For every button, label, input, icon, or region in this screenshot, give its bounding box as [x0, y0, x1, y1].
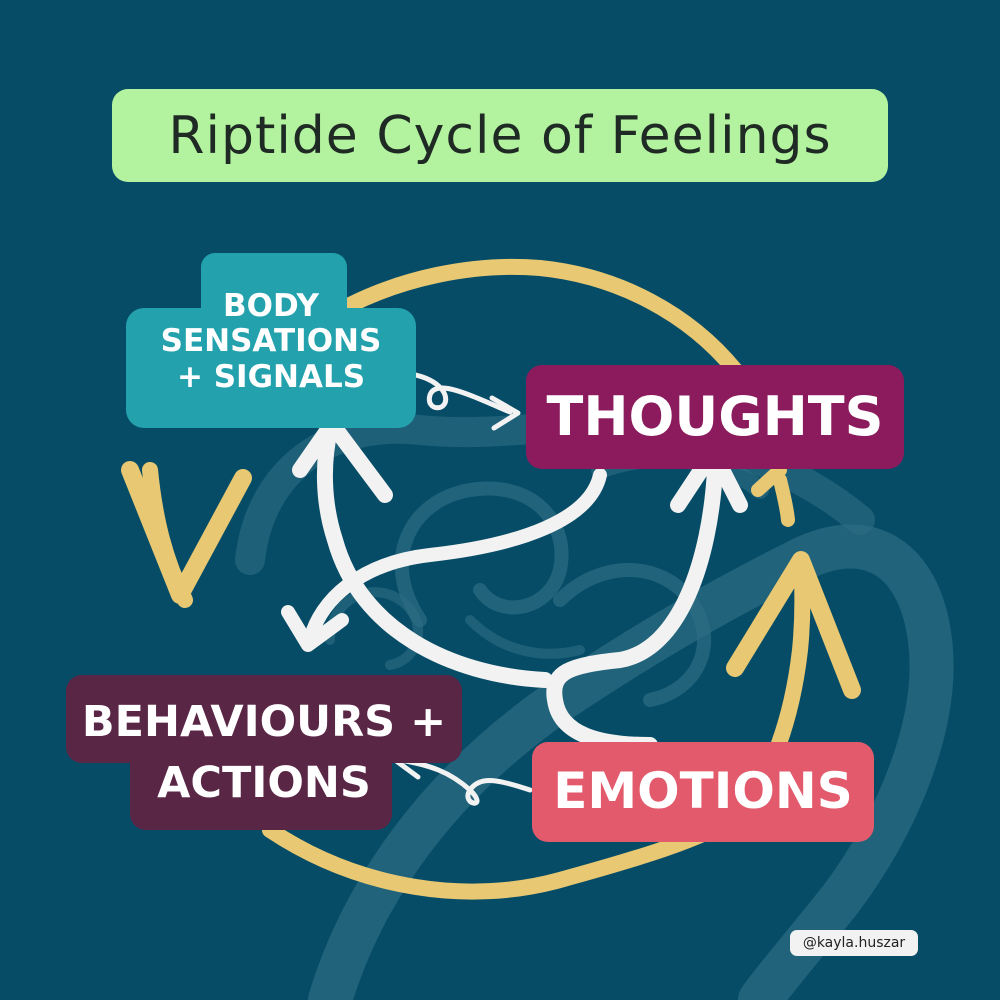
- arrowhead-body-to-thoughts: [489, 395, 521, 431]
- node-emotions-label: EMOTIONS: [553, 762, 853, 821]
- node-body-sensations-line-1: BODY: [223, 287, 319, 324]
- wave-foam: [465, 615, 585, 659]
- node-behaviours-line-1: BEHAVIOURS +: [81, 697, 447, 748]
- wave-curl: [394, 481, 569, 627]
- cycle-arrowhead-up: [726, 551, 861, 699]
- diagram-title: Riptide Cycle of Feelings: [168, 105, 832, 166]
- node-body-sensations-line-2: SENSATIONS: [160, 323, 382, 360]
- node-body-sensations: BODY SENSATIONS + SIGNALS: [126, 262, 416, 422]
- cycle-arc-right-top: [773, 473, 795, 527]
- node-behaviours-line-2: ACTIONS: [157, 757, 371, 808]
- body-sensations-box: [126, 308, 416, 428]
- title-banner: Riptide Cycle of Feelings: [112, 89, 888, 182]
- arrow-emotions-to-behaviours: [397, 757, 533, 806]
- cycle-arrowhead-left: [121, 461, 252, 604]
- credit-handle: @kayla.huszar: [790, 930, 918, 956]
- arrowhead-thoughts-to-behaviours: [281, 605, 349, 652]
- arrowhead-behaviours-to-body: [292, 416, 393, 503]
- cycle-arrowhead-right: [751, 463, 787, 497]
- arrow-emotions-to-thoughts: [546, 462, 723, 753]
- node-body-sensations-line-3: + SIGNALS: [176, 358, 366, 395]
- node-thoughts: THOUGHTS: [526, 365, 904, 469]
- behaviours-box-bottom: [130, 740, 392, 830]
- wave-swirl: [325, 587, 423, 670]
- cycle-arc-top: [342, 258, 743, 378]
- arrow-behaviours-to-body: [316, 422, 553, 688]
- arrow-body-to-thoughts: [377, 370, 513, 415]
- node-behaviours: BEHAVIOURS + ACTIONS: [66, 680, 462, 825]
- node-emotions: EMOTIONS: [532, 742, 874, 842]
- arrow-thoughts-to-behaviours: [303, 468, 607, 647]
- node-thoughts-label: THOUGHTS: [546, 384, 884, 448]
